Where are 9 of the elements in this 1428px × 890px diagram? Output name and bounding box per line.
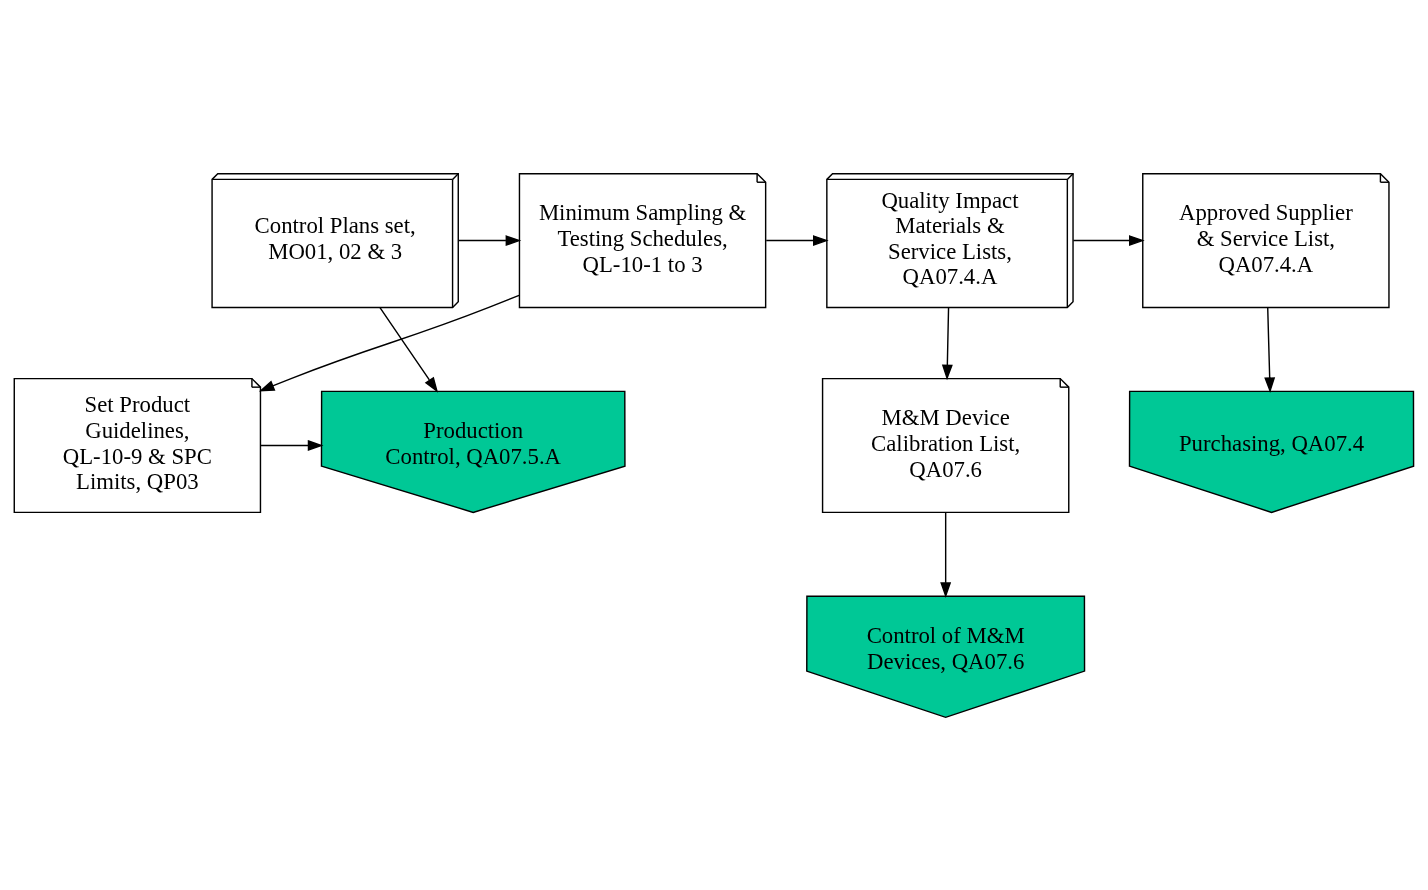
arrow bbox=[458, 234, 522, 246]
arrow bbox=[379, 306, 439, 393]
arrow bbox=[258, 294, 520, 392]
arrow bbox=[941, 306, 953, 380]
arrow bbox=[260, 439, 324, 451]
arrow bbox=[1264, 306, 1276, 393]
arrow bbox=[1072, 234, 1145, 246]
arrow bbox=[940, 511, 952, 598]
arrow bbox=[765, 234, 829, 246]
